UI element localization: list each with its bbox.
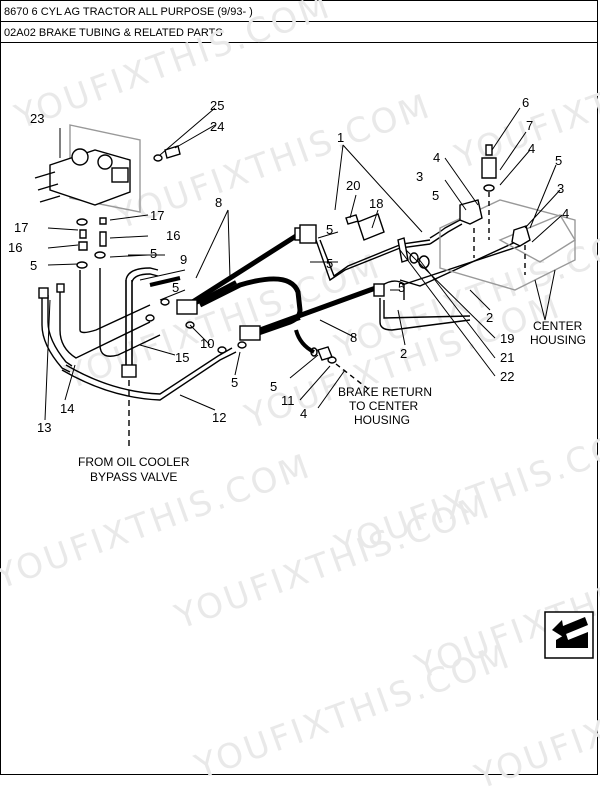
- callout-12: 12: [212, 410, 226, 425]
- note-center-housing: CENTER: [533, 319, 583, 333]
- callout-4: 4: [300, 406, 307, 421]
- parts-diagram: 1 2 2 3 3 4 4 4 4 5 5 5 5 5 5 5 5 5 5 6 …: [8, 95, 594, 659]
- callout-5: 5: [555, 153, 562, 168]
- callout-3: 3: [416, 169, 423, 184]
- callout-5: 5: [172, 280, 179, 295]
- callout-14: 14: [60, 401, 74, 416]
- callout-4: 4: [528, 141, 535, 156]
- note-oil-cooler: FROM OIL COOLER: [78, 455, 190, 469]
- note-brake-return: BRAKE RETURN: [338, 385, 432, 399]
- diagram-notes: CENTER HOUSING FROM OIL COOLER BYPASS VA…: [78, 319, 586, 484]
- callout-4: 4: [562, 206, 569, 221]
- note-oil-cooler: BYPASS VALVE: [90, 470, 177, 484]
- callout-17: 17: [150, 208, 164, 223]
- callout-17: 17: [14, 220, 28, 235]
- next-page-arrow-icon[interactable]: [544, 611, 594, 659]
- callout-19: 19: [500, 331, 514, 346]
- note-center-housing: HOUSING: [530, 333, 586, 347]
- callout-6: 6: [522, 95, 529, 110]
- callout-11: 11: [281, 393, 295, 408]
- callout-4: 4: [433, 150, 440, 165]
- note-brake-return: TO CENTER: [349, 399, 418, 413]
- callout-8: 8: [350, 330, 357, 345]
- callout-15: 15: [175, 350, 189, 365]
- drawing-lines: [34, 107, 576, 450]
- callout-23: 23: [30, 111, 44, 126]
- callout-5: 5: [398, 280, 405, 295]
- callout-21: 21: [500, 350, 514, 365]
- callout-24: 24: [210, 119, 224, 134]
- callout-16: 16: [166, 228, 180, 243]
- callout-3: 3: [557, 181, 564, 196]
- diagram-frame: [0, 42, 598, 775]
- callout-18: 18: [369, 196, 383, 211]
- callout-25: 25: [210, 98, 224, 113]
- callout-2: 2: [400, 346, 407, 361]
- note-brake-return: HOUSING: [354, 413, 410, 427]
- callout-5: 5: [326, 256, 333, 271]
- callout-7: 7: [526, 118, 533, 133]
- callout-5: 5: [150, 246, 157, 261]
- callout-5: 5: [30, 258, 37, 273]
- callout-22: 22: [500, 369, 514, 384]
- callout-1: 1: [337, 130, 344, 145]
- callout-5: 5: [432, 188, 439, 203]
- callout-5: 5: [270, 379, 277, 394]
- callout-10: 10: [200, 336, 214, 351]
- callout-13: 13: [37, 420, 51, 435]
- callout-9: 9: [180, 252, 187, 267]
- callout-20: 20: [346, 178, 360, 193]
- callout-2: 2: [486, 310, 493, 325]
- callout-numbers: 1 2 2 3 3 4 4 4 4 5 5 5 5 5 5 5 5 5 5 6 …: [8, 95, 569, 435]
- callout-5: 5: [326, 222, 333, 237]
- callout-5: 5: [231, 375, 238, 390]
- callout-16: 16: [8, 240, 22, 255]
- section-title: 02A02 BRAKE TUBING & RELATED PARTS: [0, 21, 598, 43]
- callout-8: 8: [215, 195, 222, 210]
